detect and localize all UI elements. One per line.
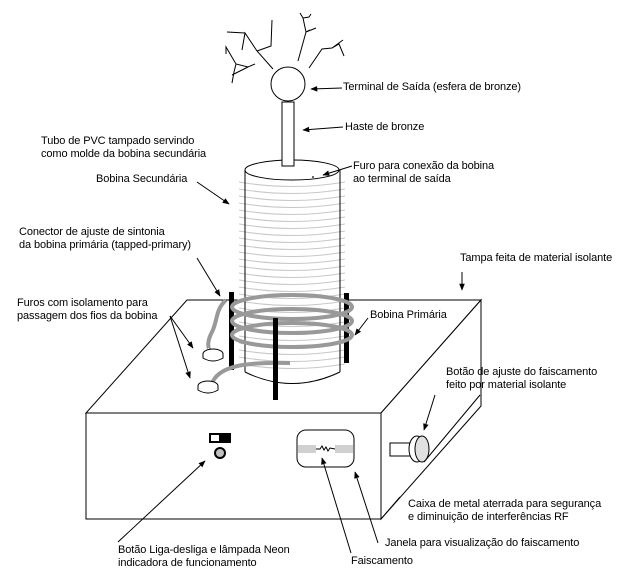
- label-secondary-coil: Bobina Secundária: [96, 173, 188, 185]
- label-tuning-connector: Conector de ajuste de sintonia da bobina…: [19, 226, 191, 252]
- secondary-winding-turn: [238, 223, 346, 229]
- secondary-winding-turn: [238, 272, 346, 278]
- secondary-winding-turn: [238, 237, 346, 243]
- pointer-lines: [117, 85, 481, 554]
- secondary-winding-turn: [238, 258, 346, 264]
- label-adjust-knob-line1: Botão de ajuste do faiscamento: [446, 366, 598, 378]
- secondary-winding-turn: [238, 307, 346, 313]
- label-adjust-knob: Botão de ajuste do faiscamento feito por…: [446, 366, 597, 392]
- label-insulated-holes-line1: Furos com isolamento para: [17, 297, 148, 309]
- label-power-switch-line1: Botão Liga-desliga e lâmpada Neon: [118, 544, 290, 556]
- label-metal-box-line2: e diminuição de interferências RF: [408, 511, 569, 523]
- label-adjust-knob-line2: feito por material isolante: [446, 379, 567, 391]
- secondary-winding-turn: [238, 202, 346, 208]
- insulated-holes: [197, 348, 224, 394]
- label-power-switch-line2: indicadora de funcionamento: [118, 557, 257, 569]
- label-tuning-connector-line2: da bobina primária (tapped-primary): [19, 239, 191, 251]
- label-connection-hole-line1: Furo para conexão da bobina: [353, 160, 495, 172]
- secondary-winding-turn: [238, 300, 346, 306]
- secondary-winding-turn: [238, 265, 346, 271]
- label-insulated-holes-line2: passagem dos fios da bobina: [17, 310, 158, 322]
- label-primary-coil: Bobina Primária: [370, 309, 447, 321]
- label-power-switch: Botão Liga-desliga e lâmpada Neon indica…: [118, 544, 290, 570]
- secondary-winding-turn: [238, 335, 346, 341]
- secondary-winding-turn: [238, 181, 346, 187]
- label-insulating-lid: Tampa feita de material isolante: [460, 252, 613, 264]
- label-spark-window: Janela para visualização do faiscamento: [385, 537, 580, 549]
- label-insulated-holes: Furos com isolamento para passagem dos f…: [17, 297, 158, 323]
- secondary-winding-turn: [238, 244, 346, 250]
- bronze-rod: [281, 101, 295, 167]
- secondary-winding-turn: [238, 349, 346, 355]
- connection-hole: [312, 176, 314, 178]
- secondary-winding-turn: [238, 293, 346, 299]
- secondary-winding-turn: [238, 251, 346, 257]
- label-metal-box-line1: Caixa de metal aterrada para segurança: [408, 498, 602, 510]
- power-switch[interactable]: [209, 433, 231, 443]
- label-pvc-tube: Tubo de PVC tampado servindo como molde …: [41, 135, 206, 161]
- secondary-winding-turn: [238, 216, 346, 222]
- sparks: [225, 12, 345, 84]
- label-connection-hole: Furo para conexão da bobina ao terminal …: [353, 160, 494, 186]
- secondary-coil: [238, 159, 346, 384]
- box-side-face: [380, 298, 482, 521]
- label-spark: Faiscamento: [351, 555, 413, 567]
- secondary-winding-turn: [238, 230, 346, 236]
- secondary-winding-turn: [238, 195, 346, 201]
- secondary-winding-turn: [238, 356, 346, 362]
- label-tuning-connector-line1: Conector de ajuste de sintonia: [19, 226, 165, 238]
- secondary-winding-turn: [238, 286, 346, 292]
- label-bronze-rod: Haste de bronze: [345, 121, 425, 133]
- output-terminal-sphere: [270, 66, 306, 102]
- label-metal-box: Caixa de metal aterrada para segurança e…: [408, 498, 601, 524]
- spark-adjust-knob[interactable]: [389, 435, 430, 463]
- spark-window: [296, 429, 355, 468]
- secondary-winding-turn: [238, 209, 346, 215]
- label-pvc-tube-line1: Tubo de PVC tampado servindo: [41, 135, 195, 147]
- secondary-winding-turn: [238, 321, 346, 327]
- neon-lamp: [214, 447, 226, 459]
- label-output-terminal: Terminal de Saída (esfera de bronze): [343, 81, 521, 93]
- label-pvc-tube-line2: como molde da bobina secundária: [41, 148, 207, 160]
- secondary-windings: [238, 181, 346, 369]
- label-connection-hole-line2: ao terminal de saída: [353, 173, 451, 185]
- secondary-winding-turn: [238, 188, 346, 194]
- secondary-winding-turn: [238, 279, 346, 285]
